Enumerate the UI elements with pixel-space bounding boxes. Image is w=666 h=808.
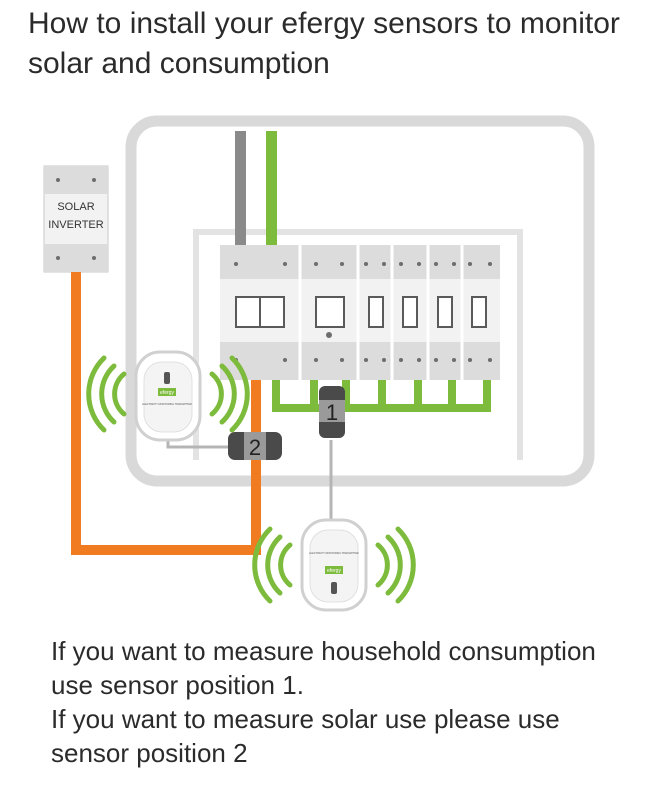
sensor-clamp-1: 1: [319, 386, 345, 438]
breaker-panel: [220, 245, 500, 380]
transmitter-solar: efergy ELECTRICITY MONITORING TRANSMITTE…: [134, 350, 202, 442]
sensor-2-lead: [166, 440, 232, 449]
solar-inverter: SOLAR INVERTER: [43, 165, 109, 273]
busbar-green: [272, 378, 491, 412]
breaker-panel-frame: [193, 229, 523, 460]
live-cable: [266, 131, 277, 245]
transmitter-consumption: ELECTRICITY MONITORING TRANSMITTER eferg…: [300, 518, 368, 612]
instruction-solar-line2: sensor position 2: [51, 738, 248, 768]
sensor-clamp-2: 2: [228, 432, 282, 460]
sensor-position-1-label: 1: [326, 400, 338, 425]
inverter-label-line2: INVERTER: [48, 219, 103, 231]
instruction-consumption-line1: If you want to measure household consump…: [51, 636, 596, 666]
inverter-label-line1: SOLAR: [57, 201, 94, 213]
page-title: How to install your efergy sensors to mo…: [28, 7, 620, 80]
instruction-consumption-line2: use sensor position 1.: [51, 670, 304, 700]
neutral-cable: [235, 131, 246, 245]
instructions-text: If you want to measure household consump…: [51, 634, 651, 770]
transmitter-consumption-label: ELECTRICITY MONITORING TRANSMITTER: [309, 552, 359, 555]
transmitter-solar-brand: efergy: [160, 390, 174, 396]
sensor-position-2-label: 2: [249, 435, 261, 460]
switchboard-enclosure: [125, 115, 595, 487]
instruction-solar-line1: If you want to measure solar use please …: [51, 704, 560, 734]
wireless-signal-icon: [252, 526, 416, 604]
transmitter-solar-label: ELECTRICITY MONITORING TRANSMITTER: [142, 403, 192, 406]
transmitter-consumption-brand: efergy: [327, 568, 341, 574]
wireless-signal-icon: [86, 355, 250, 433]
solar-cable: [71, 272, 261, 555]
